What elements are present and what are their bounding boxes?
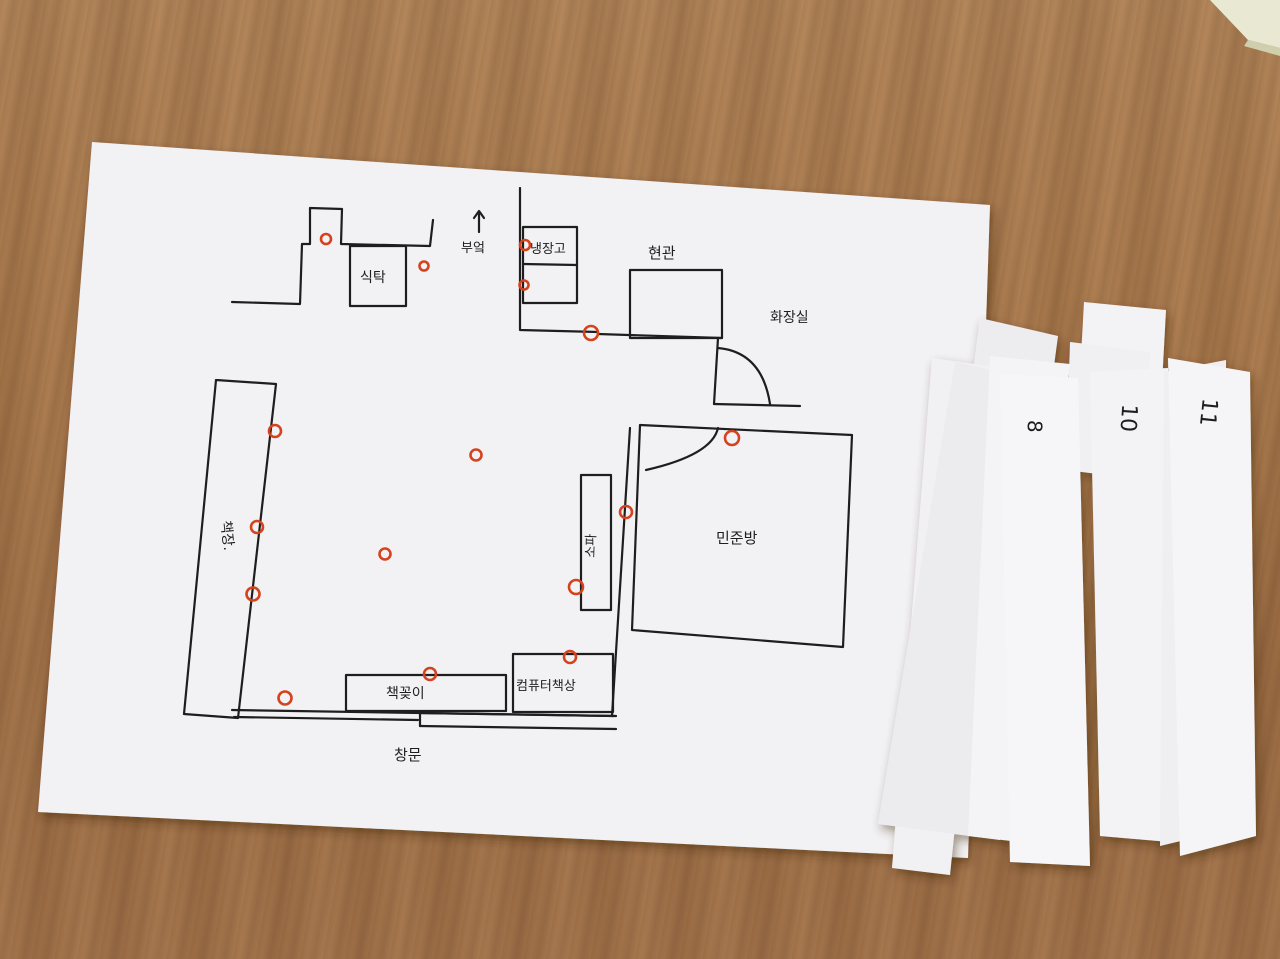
strip-number-10: 10 bbox=[1114, 403, 1141, 433]
strip-number-11: 11 bbox=[1194, 397, 1222, 427]
label-room: 민준방 bbox=[716, 529, 758, 547]
marker bbox=[469, 448, 483, 462]
marker bbox=[518, 279, 530, 291]
paper-strip bbox=[1168, 358, 1256, 856]
floorplan-lines bbox=[182, 186, 854, 731]
marker bbox=[518, 238, 532, 252]
label-window: 창문 bbox=[394, 746, 422, 764]
eraser bbox=[1210, 0, 1280, 56]
marker bbox=[418, 260, 430, 272]
marker bbox=[618, 504, 634, 520]
label-bookshelf: 책장. bbox=[217, 520, 236, 552]
floorplan-labels: 식탁 부엌 냉장고 현관 화장실 책장. 소파 민준방 책꽂이 컴퓨터책상 창문 bbox=[217, 241, 809, 764]
marker bbox=[723, 429, 741, 447]
marker bbox=[562, 649, 578, 665]
strip-numbers: 8 10 11 bbox=[1023, 397, 1222, 433]
label-book-stand: 책꽂이 bbox=[386, 686, 425, 702]
paper-strip bbox=[1000, 374, 1090, 866]
marker bbox=[277, 690, 293, 706]
marker bbox=[567, 578, 585, 596]
strip-number-8: 8 bbox=[1023, 420, 1047, 434]
label-entrance: 현관 bbox=[648, 244, 676, 262]
label-sofa: 소파 bbox=[584, 534, 600, 558]
floorplan-sheet bbox=[38, 142, 990, 858]
marker bbox=[319, 232, 333, 246]
marker bbox=[245, 586, 261, 602]
marker bbox=[582, 324, 600, 342]
label-computer-desk: 컴퓨터책상 bbox=[516, 679, 576, 694]
paper-strip bbox=[1090, 368, 1170, 842]
marker bbox=[378, 547, 392, 561]
label-dining-table: 식탁 bbox=[360, 270, 386, 286]
orange-markers bbox=[245, 232, 741, 706]
marker bbox=[249, 519, 265, 535]
marker bbox=[422, 666, 438, 682]
marker bbox=[267, 423, 283, 439]
paper-strip bbox=[878, 362, 1000, 840]
paper-strips bbox=[878, 302, 1256, 875]
label-kitchen: 부엌 bbox=[461, 241, 485, 256]
label-fridge: 냉장고 bbox=[530, 242, 566, 257]
label-bathroom: 화장실 bbox=[770, 310, 809, 326]
